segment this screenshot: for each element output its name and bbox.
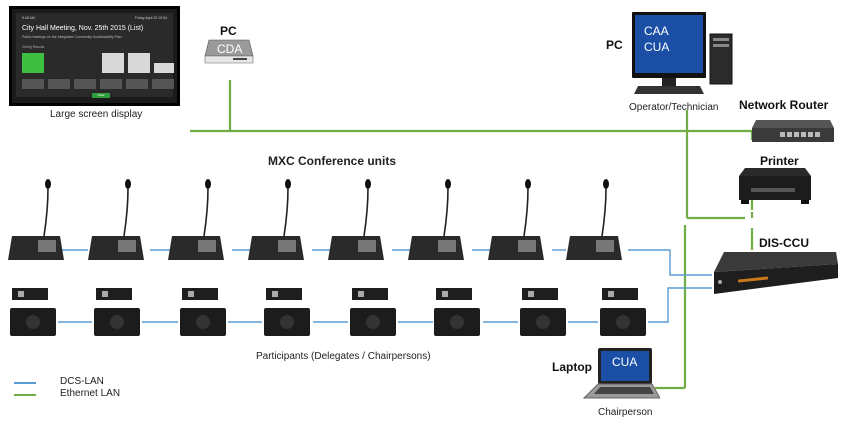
- large-screen-label: Large screen display: [50, 109, 143, 120]
- network-router-device: [752, 120, 834, 142]
- participant-unit: [178, 288, 230, 338]
- mxc-unit: [248, 178, 304, 264]
- participant-unit-icon: [600, 288, 646, 336]
- mxc-unit: [8, 178, 64, 264]
- legend-ethernet-label: Ethernet LAN: [60, 388, 121, 399]
- participant-unit-icon: [350, 288, 396, 336]
- screen-voting-label: Voting Results: [22, 45, 45, 49]
- operator-pc-tower: [709, 33, 733, 85]
- mxc-unit: [408, 178, 464, 264]
- cua-pc-label: CUA: [644, 40, 670, 54]
- laptop-label: Laptop: [552, 360, 592, 374]
- screen-grey-block: [128, 53, 150, 73]
- participant-unit-icon: [520, 288, 566, 336]
- participant-unit-icon: [180, 288, 226, 336]
- participant-unit: [92, 288, 144, 338]
- dis-ccu-label: DIS-CCU: [759, 236, 809, 250]
- screen-subtitle: Public hearings on the Integrated Commun…: [22, 35, 122, 39]
- screen-time: 9:48 AM: [22, 16, 35, 20]
- operator-label: Operator/Technician: [629, 102, 719, 113]
- mxc-unit: [566, 178, 622, 264]
- participant-unit: [518, 288, 570, 338]
- pc-right-label: PC: [606, 38, 623, 52]
- participant-unit-icon: [94, 288, 140, 336]
- participant-unit: [8, 288, 60, 338]
- mxc-unit-icon: [328, 179, 384, 260]
- participant-unit: [598, 288, 650, 338]
- screen-title: City Hall Meeting, Nov. 25th 2015 (List): [22, 25, 144, 32]
- screen-button-row: [22, 79, 174, 89]
- large-screen-display: 9:48 AM Friday April 25 10:54 City Hall …: [9, 6, 180, 106]
- printer-label: Printer: [760, 154, 799, 168]
- legend-dcs-lan-label: DCS-LAN: [60, 376, 104, 387]
- screen-bottom-button: Clear: [92, 93, 110, 98]
- screen-grey-block: [154, 63, 174, 73]
- keyboard: [634, 86, 704, 94]
- legend: DCS-LAN Ethernet LAN: [14, 376, 154, 406]
- mxc-unit: [168, 178, 224, 264]
- mxc-unit-icon: [8, 179, 64, 260]
- mxc-unit-icon: [408, 179, 464, 260]
- laptop-device: [582, 348, 660, 399]
- participant-unit-icon: [10, 288, 56, 336]
- mxc-unit: [328, 178, 384, 264]
- legend-dcs-lan-swatch: [14, 382, 36, 384]
- mxc-unit-icon: [168, 179, 224, 260]
- screen-content: 9:48 AM Friday April 25 10:54 City Hall …: [16, 13, 174, 98]
- legend-ethernet-swatch: [14, 394, 36, 396]
- screen-date: Friday April 25 10:54: [134, 16, 167, 20]
- participant-unit-icon: [434, 288, 480, 336]
- mxc-unit-icon: [248, 179, 304, 260]
- mxc-unit-icon: [566, 179, 622, 260]
- cua-laptop-label: CUA: [612, 355, 638, 369]
- participants-label: Participants (Delegates / Chairpersons): [256, 351, 431, 362]
- chairperson-label: Chairperson: [598, 407, 653, 418]
- screen-grey-block: [102, 53, 124, 73]
- pc-left-label: PC: [220, 24, 237, 38]
- participant-unit: [262, 288, 314, 338]
- mxc-unit-icon: [88, 179, 144, 260]
- mxc-label: MXC Conference units: [268, 154, 397, 168]
- caa-label: CAA: [644, 24, 669, 38]
- printer-device: [739, 168, 811, 204]
- network-router-label: Network Router: [739, 98, 829, 112]
- dis-ccu-device: [714, 252, 838, 294]
- mxc-unit: [88, 178, 144, 264]
- participant-unit-icon: [264, 288, 310, 336]
- participant-unit: [348, 288, 400, 338]
- participant-unit: [432, 288, 484, 338]
- cda-pc-device: [204, 39, 254, 64]
- screen-green-block: [22, 53, 44, 73]
- mxc-unit: [488, 178, 544, 264]
- cda-label: CDA: [217, 42, 243, 56]
- mxc-unit-icon: [488, 179, 544, 260]
